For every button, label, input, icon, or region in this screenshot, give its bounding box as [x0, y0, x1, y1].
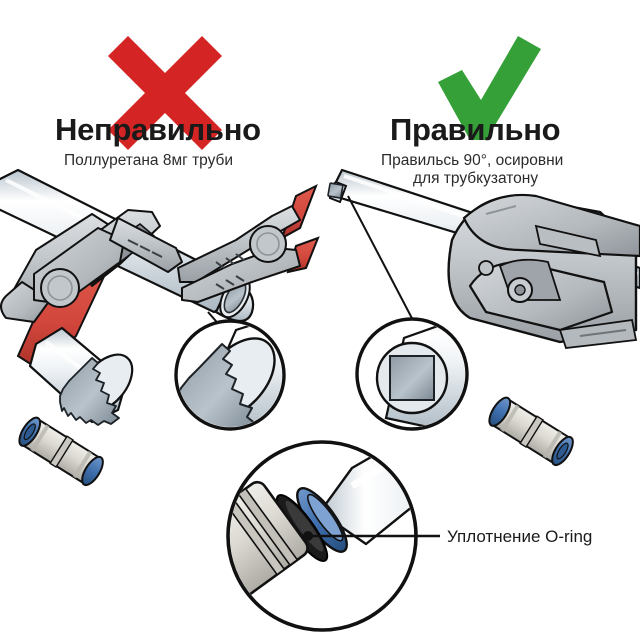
- subtitle-correct-line1: Правильсь 90°, осировни: [381, 152, 564, 169]
- detail-circle-wrong: [174, 311, 286, 431]
- green-check-icon: [438, 36, 541, 140]
- right-scene-correct-method: [327, 168, 640, 467]
- pliers-open: [177, 183, 320, 303]
- left-scene-wrong-method: [0, 168, 320, 487]
- title-correct: Правильно: [390, 112, 561, 147]
- detail-circle-oring: [226, 440, 440, 632]
- red-cross-icon: [108, 36, 222, 150]
- tube-cutter-tool: [447, 193, 640, 349]
- subtitle-wrong: Поллуретана 8мг труби: [64, 152, 234, 169]
- detail-circle-right: [347, 195, 469, 431]
- push-fit-connector-right: [488, 396, 574, 467]
- tube-end-deformed: [28, 326, 134, 426]
- push-fit-connector-left: [18, 416, 104, 487]
- pliers-gripping: [0, 209, 183, 372]
- subtitle-correct-line2: для трубкузатону: [413, 170, 539, 187]
- title-wrong: Неправильно: [55, 112, 261, 147]
- oring-callout-label: Уплотнение O-ring: [447, 527, 593, 546]
